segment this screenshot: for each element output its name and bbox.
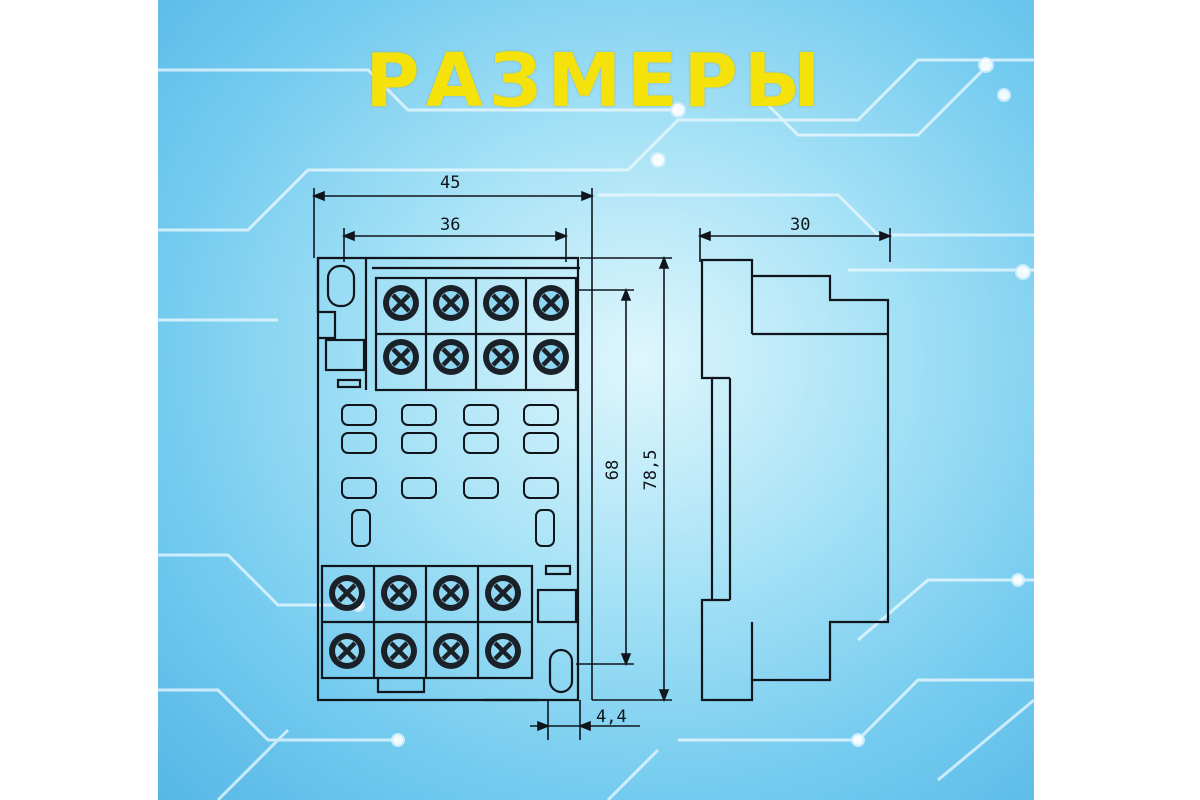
contact-slot	[401, 477, 437, 499]
side-view	[700, 258, 890, 702]
circuit-background	[158, 57, 1034, 800]
screw-terminal-icon	[485, 575, 521, 611]
screw-terminal-icon	[533, 285, 569, 321]
screw-terminal-icon	[381, 575, 417, 611]
contact-slot	[401, 404, 437, 426]
contact-slot	[341, 432, 377, 454]
contact-slot	[341, 477, 377, 499]
screw-terminal-icon	[383, 285, 419, 321]
relay-socket-drawing: 45 36 30 68 78,5 4,4	[311, 173, 893, 740]
page-title: РАЗМЕРЫ	[365, 38, 827, 124]
screw-terminals	[329, 285, 569, 669]
dimension-45-label: 45	[440, 173, 460, 193]
dimension-4-4-label: 4,4	[596, 707, 627, 727]
contact-slot	[463, 477, 499, 499]
screw-terminal-icon	[329, 633, 365, 669]
contact-slots	[341, 404, 559, 547]
contact-slot	[535, 509, 555, 547]
contact-slot	[523, 404, 559, 426]
screw-terminal-icon	[383, 339, 419, 375]
screw-terminal-icon	[433, 285, 469, 321]
lower-terminal-block	[320, 564, 534, 680]
front-view	[316, 256, 580, 702]
dimension-78-5-label: 78,5	[641, 450, 661, 491]
dimension-lines	[311, 188, 893, 740]
contact-slot	[523, 432, 559, 454]
dimension-68-label: 68	[603, 460, 623, 480]
dimension-36-label: 36	[440, 215, 460, 235]
screw-terminal-icon	[483, 339, 519, 375]
screw-terminal-icon	[433, 575, 469, 611]
screw-terminal-icon	[433, 633, 469, 669]
upper-terminal-block	[374, 276, 578, 392]
contact-slot	[341, 404, 377, 426]
contact-slot	[401, 432, 437, 454]
banner-panel: РАЗМЕРЫ	[158, 0, 1034, 800]
contact-slot	[463, 404, 499, 426]
screw-terminal-icon	[381, 633, 417, 669]
dimension-30-label: 30	[790, 215, 810, 235]
screw-terminal-icon	[485, 633, 521, 669]
screw-terminal-icon	[533, 339, 569, 375]
contact-slot	[351, 509, 371, 547]
screw-terminal-icon	[483, 285, 519, 321]
contact-slot	[523, 477, 559, 499]
contact-slot	[463, 432, 499, 454]
screw-terminal-icon	[329, 575, 365, 611]
screw-terminal-icon	[433, 339, 469, 375]
